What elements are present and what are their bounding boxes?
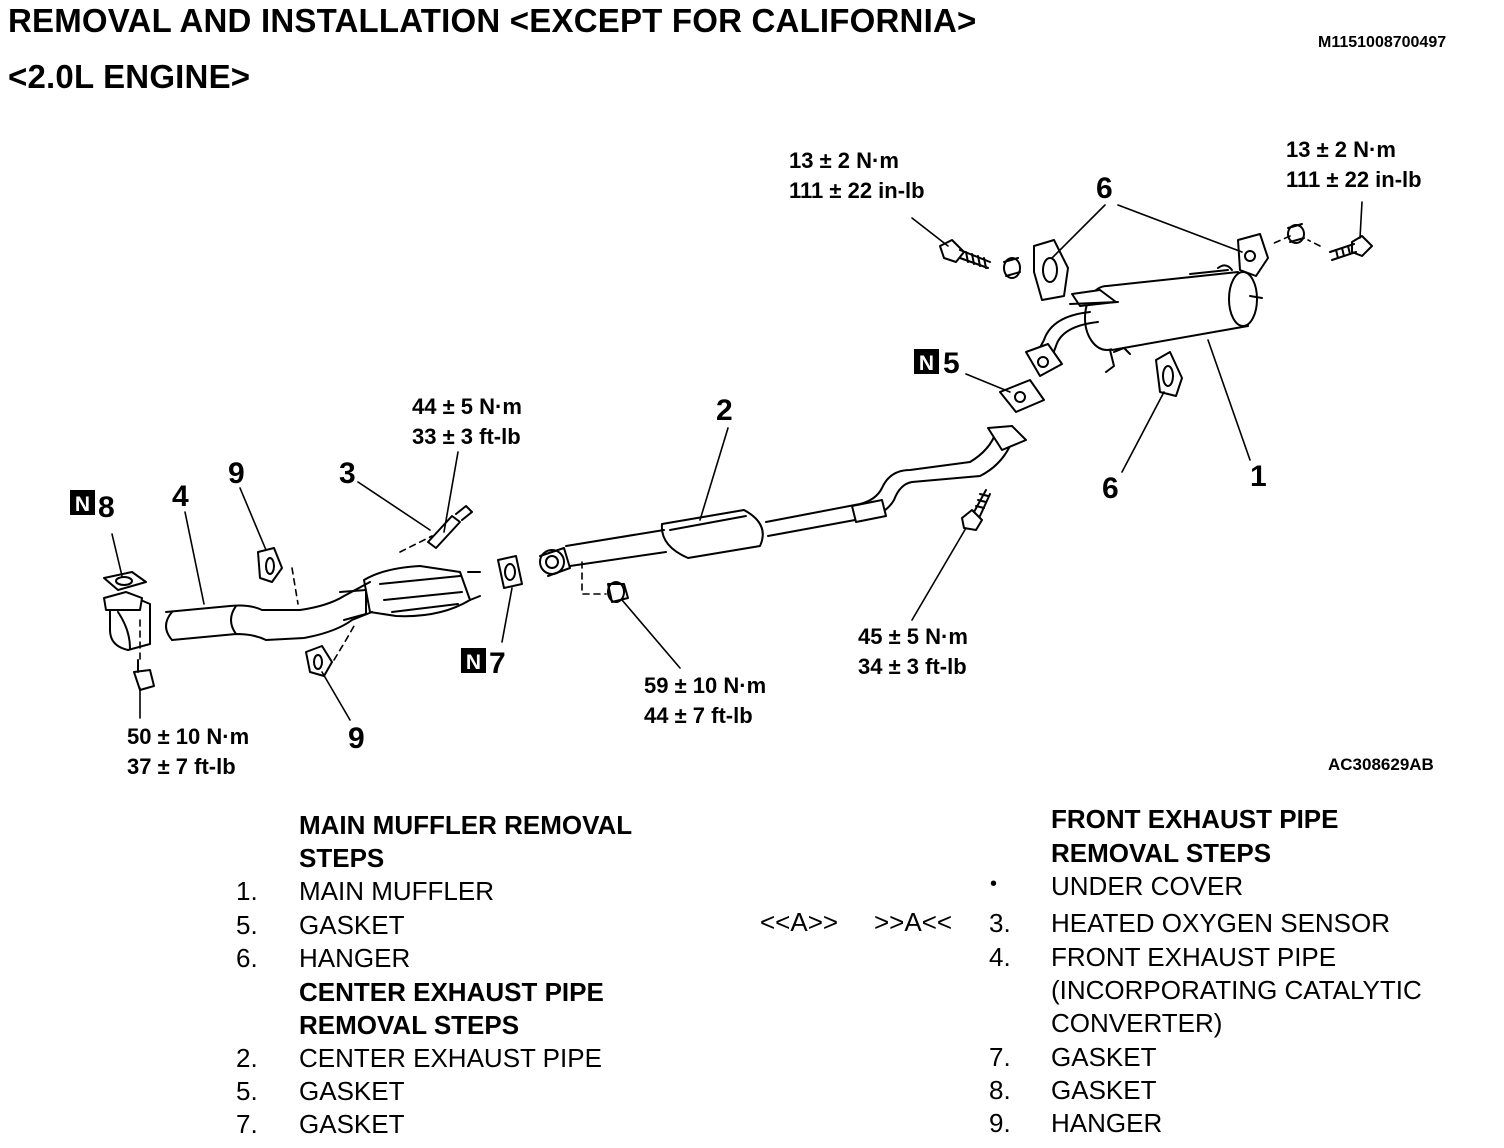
gasket-7: [497, 555, 523, 589]
center-exhaust-pipe-illustration: [539, 425, 1027, 577]
oxygen-sensor-3: [427, 505, 473, 549]
torque-muffler-left-metric: 13 ± 2 N·m: [789, 148, 899, 173]
step-number: 7.: [236, 1109, 258, 1139]
hanger-6-right: [1237, 233, 1269, 277]
step-number: 4.: [989, 942, 1011, 972]
figure-id: AC308629AB: [1328, 755, 1434, 774]
callout-8: 8: [98, 491, 115, 524]
flange-bolt: [961, 489, 991, 531]
step-number: 9.: [989, 1108, 1011, 1138]
main-muffler-heading-line2: STEPS: [299, 843, 385, 873]
step-label-continued: (INCORPORATING CATALYTIC: [1051, 975, 1422, 1005]
main-muffler-illustration: [1025, 264, 1263, 377]
hanger-9-lower: [305, 645, 333, 677]
step-number: 2.: [236, 1043, 258, 1073]
step-number: 7.: [989, 1042, 1011, 1072]
center-pipe-heading-line1: CENTER EXHAUST PIPE: [299, 977, 604, 1007]
callout-4: 4: [172, 480, 189, 513]
callout-1: 1: [1250, 460, 1267, 493]
step-label: HEATED OXYGEN SENSOR: [1051, 908, 1391, 938]
torque-muffler-left-imperial: 111 ± 22 in-lb: [789, 178, 925, 203]
step-label: HANGER: [299, 943, 411, 973]
step-label-continued: CONVERTER): [1051, 1008, 1223, 1038]
new-part-badge: N: [75, 493, 90, 516]
gasket-8: [103, 571, 147, 591]
hanger-6-left: [1033, 239, 1069, 301]
center-pipe-heading-line2: REMOVAL STEPS: [299, 1010, 520, 1040]
torque-center-metric: 59 ± 10 N·m: [644, 673, 766, 698]
callout-9-bottom: 9: [348, 722, 365, 755]
exhaust-system-diagram: 13 ± 2 N·m 111 ± 22 in-lb 13 ± 2 N·m 111…: [70, 137, 1434, 779]
step-number: 3.: [989, 908, 1011, 938]
step-label: FRONT EXHAUST PIPE: [1051, 942, 1337, 972]
callout-2: 2: [716, 394, 733, 427]
step-label: GASKET: [299, 1109, 405, 1139]
callout-9-top: 9: [228, 457, 245, 490]
step-number: 6.: [236, 943, 258, 973]
torque-front-imperial: 37 ± 7 ft-lb: [127, 754, 236, 779]
page-subtitle: <2.0L ENGINE>: [8, 58, 251, 95]
callout-8-new-part: N 8: [70, 490, 115, 524]
muffler-bolt-right: [1329, 235, 1373, 261]
new-part-badge: N: [919, 352, 934, 375]
installation-note-a: >>A<<: [874, 907, 953, 937]
step-label: GASKET: [1051, 1075, 1157, 1105]
callout-7-new-part: N 7: [461, 647, 506, 680]
hanger-6-lower: [1155, 351, 1183, 397]
step-label: HANGER: [1051, 1108, 1163, 1138]
step-label: CENTER EXHAUST PIPE: [299, 1043, 602, 1073]
step-label: UNDER COVER: [1051, 871, 1244, 901]
torque-sensor-imperial: 33 ± 3 ft-lb: [412, 424, 521, 449]
step-label: MAIN MUFFLER: [299, 876, 494, 906]
main-muffler-heading-line1: MAIN MUFFLER REMOVAL: [299, 810, 633, 840]
torque-muffler-right-imperial: 111 ± 22 in-lb: [1286, 167, 1422, 192]
document-id: M1151008700497: [1318, 34, 1447, 51]
torque-sensor-metric: 44 ± 5 N·m: [412, 394, 522, 419]
new-part-badge: N: [466, 651, 481, 674]
muffler-collar-left: [1003, 257, 1021, 279]
removal-note-a: <<A>>: [760, 907, 839, 937]
step-number: 8.: [989, 1075, 1011, 1105]
front-pipe-heading-line1: FRONT EXHAUST PIPE: [1051, 804, 1339, 834]
muffler-bolt-left: [939, 239, 991, 269]
gasket-5: [999, 379, 1045, 413]
step-number: 5.: [236, 910, 258, 940]
muffler-collar-right: [1287, 223, 1305, 244]
step-number: 5.: [236, 1076, 258, 1106]
front-pipe-heading-line2: REMOVAL STEPS: [1051, 838, 1272, 868]
step-label: GASKET: [299, 1076, 405, 1106]
callout-5: 5: [943, 347, 960, 380]
front-pipe-nut: [133, 659, 155, 691]
torque-muffler-right-metric: 13 ± 2 N·m: [1286, 137, 1396, 162]
callout-7: 7: [489, 647, 506, 680]
callout-3: 3: [339, 457, 356, 490]
step-bullet: •: [990, 873, 998, 895]
torque-flange-metric: 45 ± 5 N·m: [858, 624, 968, 649]
torque-center-imperial: 44 ± 7 ft-lb: [644, 703, 753, 728]
torque-front-metric: 50 ± 10 N·m: [127, 724, 249, 749]
center-pipe-nut: [607, 581, 629, 603]
page-title: REMOVAL AND INSTALLATION <EXCEPT FOR CAL…: [8, 2, 977, 39]
step-label: GASKET: [299, 910, 405, 940]
front-exhaust-pipe-illustration: [103, 565, 481, 651]
hanger-9-upper: [257, 547, 283, 583]
callout-6-bottom: 6: [1102, 472, 1119, 505]
callout-5-new-part: N 5: [914, 347, 960, 380]
torque-flange-imperial: 34 ± 3 ft-lb: [858, 654, 967, 679]
step-number: 1.: [236, 876, 258, 906]
step-label: GASKET: [1051, 1042, 1157, 1072]
callout-6-top: 6: [1096, 172, 1113, 205]
